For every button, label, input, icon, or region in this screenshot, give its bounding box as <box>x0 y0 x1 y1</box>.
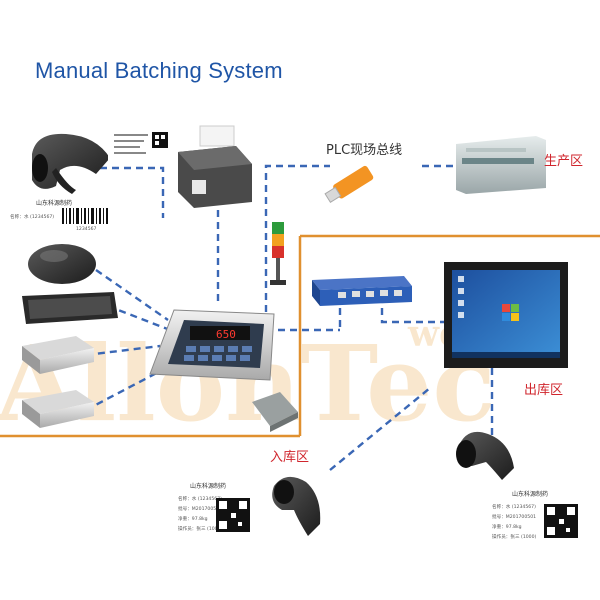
indicator-display-value: 650 <box>216 328 236 341</box>
connector-scale1-to-indicator <box>85 344 161 357</box>
weighing-indicator: 650 <box>149 309 275 381</box>
label-card-bottom-right: 山东科源制药 名称：水 (1234567) 批号：M201700501 净重：9… <box>492 490 578 540</box>
platform-scale-2 <box>22 390 94 428</box>
label-card-bottom-right-line-4: 操作员：张三 (1000) <box>492 533 537 540</box>
mouse <box>28 244 96 284</box>
platform-scale-1 <box>22 336 94 374</box>
label-card-bottom-right-line-3: 净重：97.8kg <box>492 523 522 530</box>
qr-code-top <box>152 132 168 148</box>
label-card-bottom-right-line-2: 批号：M201700501 <box>492 513 536 520</box>
inbound-zone-label: 入库区 <box>270 449 309 465</box>
label-card-bottom-right-line-1: 名称：水 (1234567) <box>492 503 536 510</box>
handheld-scanner-bottom-left <box>272 476 321 536</box>
qr-code-bottom-right <box>544 504 578 538</box>
label-card-bottom-left-line-4: 操作员：张三 (1000) <box>178 525 223 532</box>
connector-mouse-to-indicator <box>95 269 169 321</box>
handheld-scanner-bottom-right <box>456 431 514 480</box>
connector-scanner-bottom-left-to-monitor <box>329 387 431 471</box>
label-card-bottom-left-line-2: 批号：M201700501 <box>178 505 222 512</box>
label-card-bottom-left: 山东科源制药 名称：水 (1234567) 批号：M201700501 净重：9… <box>178 482 250 532</box>
stack-light <box>270 222 286 285</box>
indicator-display <box>190 326 250 340</box>
barcode-name-label: 名称： <box>10 213 24 220</box>
barcode-bars <box>62 208 108 224</box>
handheld-scanner-top <box>32 133 110 194</box>
connector-switch-to-monitor <box>380 308 444 324</box>
windows-logo-icon <box>502 304 519 321</box>
connectors <box>85 164 494 471</box>
keyboard <box>22 292 118 324</box>
qr-code-bottom-left <box>216 498 250 532</box>
connector-scale2-to-indicator <box>85 364 171 412</box>
barcode-label: 山东科源制药 名称： 水 (1234567) 1234567 <box>10 199 108 232</box>
zone-boundaries <box>0 234 600 438</box>
production-zone-label: 生产区 <box>544 154 583 169</box>
outbound-zone-label: 出库区 <box>524 382 563 398</box>
label-card-bottom-left-company: 山东科源制药 <box>190 482 226 490</box>
network-switch <box>312 276 412 306</box>
label-card-bottom-left-line-3: 净重：97.8kg <box>178 515 208 522</box>
touch-monitor <box>444 262 568 368</box>
label-card-top <box>108 128 180 164</box>
barcode-number: 1234567 <box>76 226 97 232</box>
connector-scanner-to-printer <box>100 166 165 218</box>
barcode-company: 山东科源制药 <box>36 199 72 207</box>
plc-unit <box>456 136 546 194</box>
barcode-name-value: 水 (1234567) <box>24 213 54 220</box>
usb-dongle <box>324 165 374 204</box>
page-title: Manual Batching System <box>35 58 283 83</box>
foot-pedal <box>252 392 298 432</box>
plc-bus-label: PLC现场总线 <box>326 143 402 158</box>
label-printer <box>178 125 252 208</box>
label-card-bottom-right-company: 山东科源制药 <box>512 490 548 498</box>
connector-indicator-to-plc-bus <box>264 164 330 312</box>
label-card-bottom-left-line-1: 名称：水 (1234567) <box>178 495 222 502</box>
